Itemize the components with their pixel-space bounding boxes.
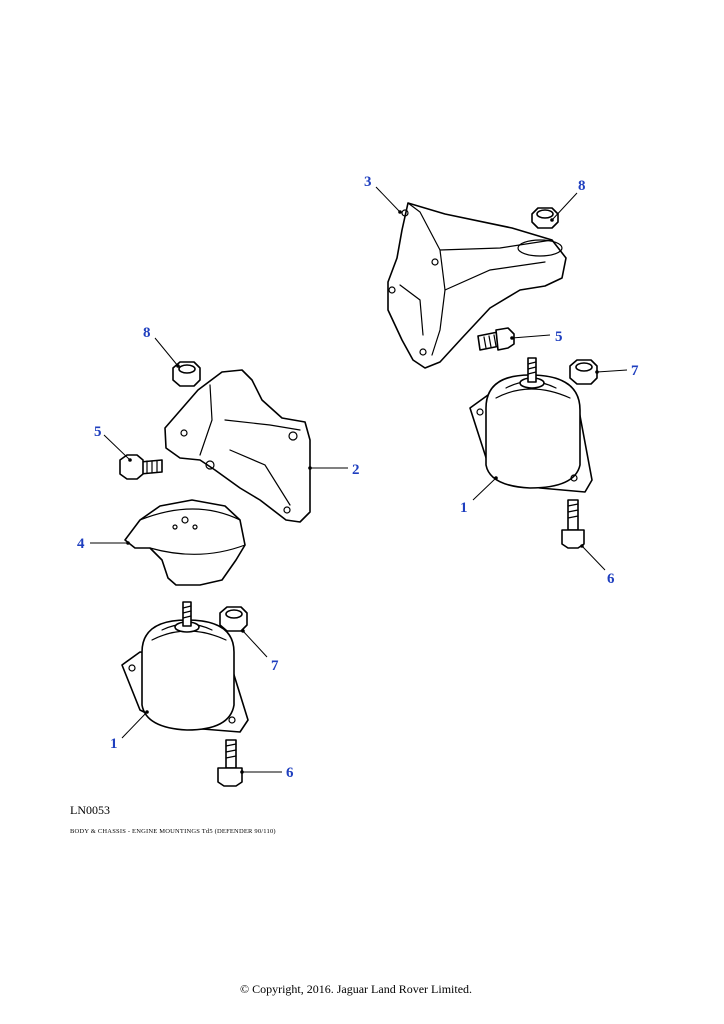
callout-1-left: 1 [110, 736, 118, 752]
flange-nut-part-7-right [569, 359, 598, 385]
callout-2: 2 [352, 462, 360, 478]
engine-mount-part-1-left [121, 601, 249, 733]
flange-nut-part-7-left [219, 606, 248, 632]
bolt-part-5-left [119, 454, 163, 480]
callout-numbers: 3 8 5 7 1 6 8 5 2 4 7 1 6 [77, 174, 639, 781]
callout-1-right: 1 [460, 500, 468, 516]
flange-nut-part-8-upper [531, 207, 559, 229]
bracket-part-3 [387, 202, 567, 369]
engine-mount-part-1-right [469, 357, 593, 493]
leader-lines [90, 186, 628, 774]
callout-6-right: 6 [607, 571, 615, 587]
callout-8-left: 8 [143, 325, 151, 341]
bolt-part-6-right [561, 499, 585, 549]
bolt-part-5-upper [477, 327, 515, 351]
bracket-part-2 [164, 369, 311, 523]
callout-6-left: 6 [286, 765, 294, 781]
bolt-part-6-left [217, 739, 243, 787]
callout-7-left: 7 [271, 658, 279, 674]
callout-4: 4 [77, 536, 85, 552]
callout-5-left: 5 [94, 424, 102, 440]
diagram-caption: BODY & CHASSIS - ENGINE MOUNTINGS Td5 (D… [70, 828, 276, 835]
callout-7-right: 7 [631, 363, 639, 379]
callout-5-upper: 5 [555, 329, 563, 345]
callout-3: 3 [364, 174, 372, 190]
copyright-notice: © Copyright, 2016. Jaguar Land Rover Lim… [239, 982, 473, 996]
callout-8-upper: 8 [578, 178, 586, 194]
heat-shield-part-4 [124, 499, 246, 586]
flange-nut-part-8-left [172, 361, 201, 387]
diagram-reference: LN0053 [70, 803, 110, 817]
